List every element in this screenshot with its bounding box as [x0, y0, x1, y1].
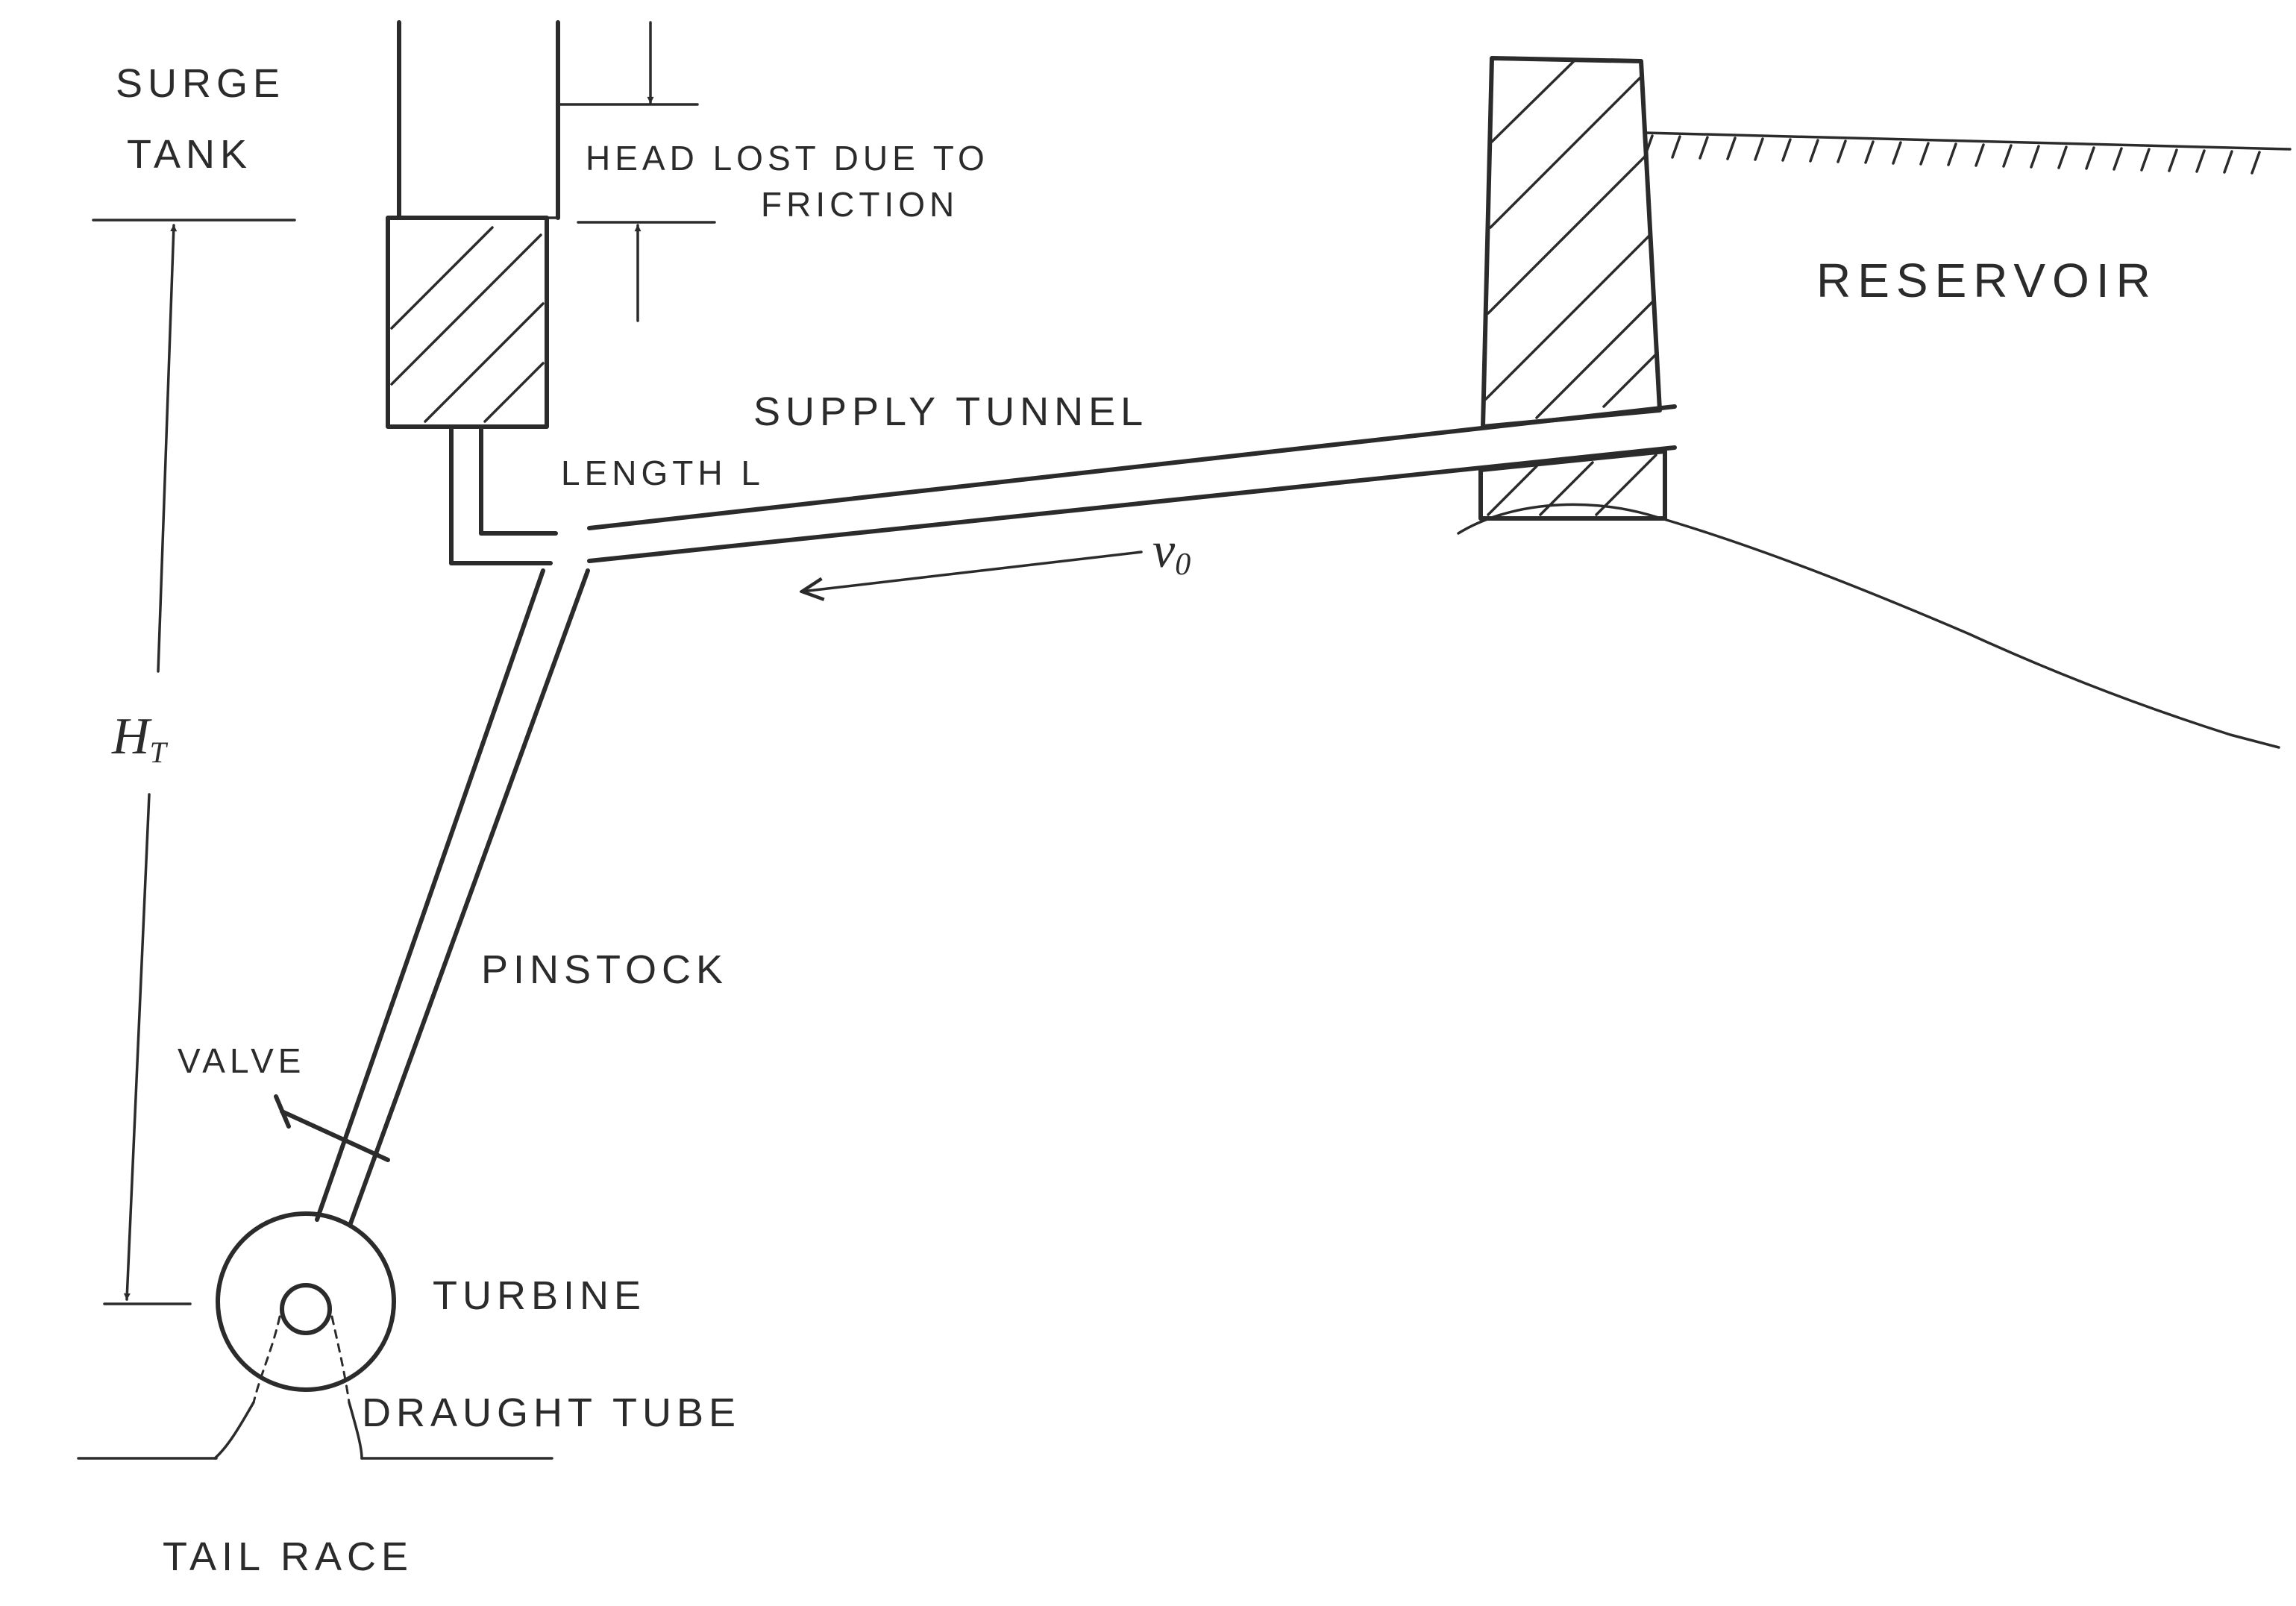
water-surface-ticks	[1643, 134, 2261, 175]
dam-hatching	[1484, 60, 1659, 516]
penstock	[315, 568, 590, 1226]
total-head-symbol: H	[111, 708, 152, 765]
surge-tank	[386, 20, 560, 429]
velocity-symbol: v	[1152, 521, 1176, 578]
surge-shaft	[449, 424, 558, 565]
surge-tank-label-line1: SURGE	[116, 61, 285, 106]
surge-tank-hatching	[390, 226, 545, 423]
turbine-label: TURBINE	[433, 1273, 646, 1318]
velocity-subscript: 0	[1175, 548, 1191, 582]
total-head-dimension	[92, 219, 296, 1305]
turbine	[216, 1211, 396, 1392]
reservoir-water-surface	[1643, 131, 2292, 175]
head-lost-label-line2: FRICTION	[761, 185, 959, 224]
ground-profile	[1457, 503, 2280, 749]
head-loss-dimension	[556, 21, 716, 322]
valve-label: VALVE	[178, 1041, 305, 1080]
supply-tunnel-label: SUPPLY TUNNEL	[753, 389, 1148, 434]
valve	[274, 1094, 390, 1162]
total-head-subscript: T	[150, 735, 169, 769]
tunnel-length-label: LENGTH L	[561, 454, 765, 492]
supply-tunnel	[587, 404, 1677, 592]
draught-tube-label: DRAUGHT TUBE	[362, 1390, 741, 1435]
surge-tank-label-line2: TANK	[127, 132, 252, 177]
reservoir-label: RESERVOIR	[1816, 254, 2157, 307]
draught-tube	[213, 1315, 363, 1460]
velocity-label: v0	[1152, 521, 1191, 582]
head-lost-label-line1: HEAD LOST DUE TO	[586, 139, 989, 178]
penstock-label: PINSTOCK	[481, 947, 728, 992]
total-head-label: HT	[111, 708, 169, 769]
tail-race-label: TAIL RACE	[163, 1534, 413, 1579]
